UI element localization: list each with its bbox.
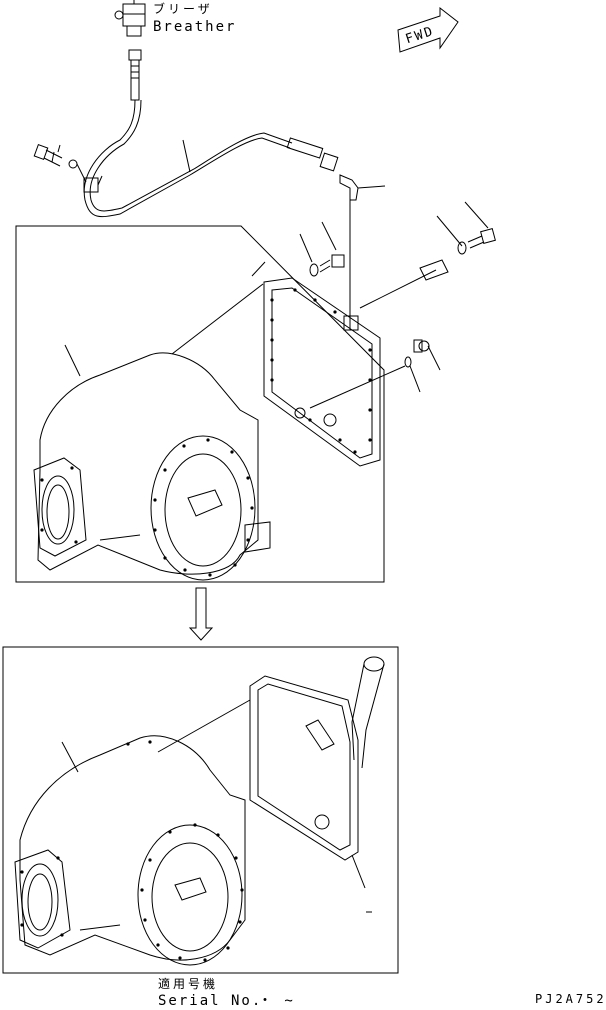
fwd-arrow [397, 6, 459, 53]
lower-filler-pipe [351, 656, 385, 769]
hose-fitting [286, 137, 386, 330]
breather-label-jp: ブリーザ [153, 2, 213, 16]
serial-label-jp: 適用号機 [158, 977, 219, 991]
breather-hose [83, 99, 293, 218]
upper-cover-plate [171, 261, 381, 467]
serial-range: ・ ~ [258, 993, 295, 1009]
cover-fasteners [299, 201, 496, 409]
clamp-bolt [33, 144, 103, 193]
upper-housing [33, 344, 271, 581]
serial-label: Serial No. [158, 993, 263, 1009]
lower-cover-plate [157, 675, 372, 913]
lower-frame [2, 646, 399, 974]
drawing-code: PJ2A752 [535, 992, 606, 1006]
breather-label: Breather [153, 19, 237, 35]
down-arrow [188, 587, 214, 641]
upper-frame [15, 225, 385, 583]
breather-assembly [114, 0, 146, 101]
lower-housing [14, 735, 246, 966]
